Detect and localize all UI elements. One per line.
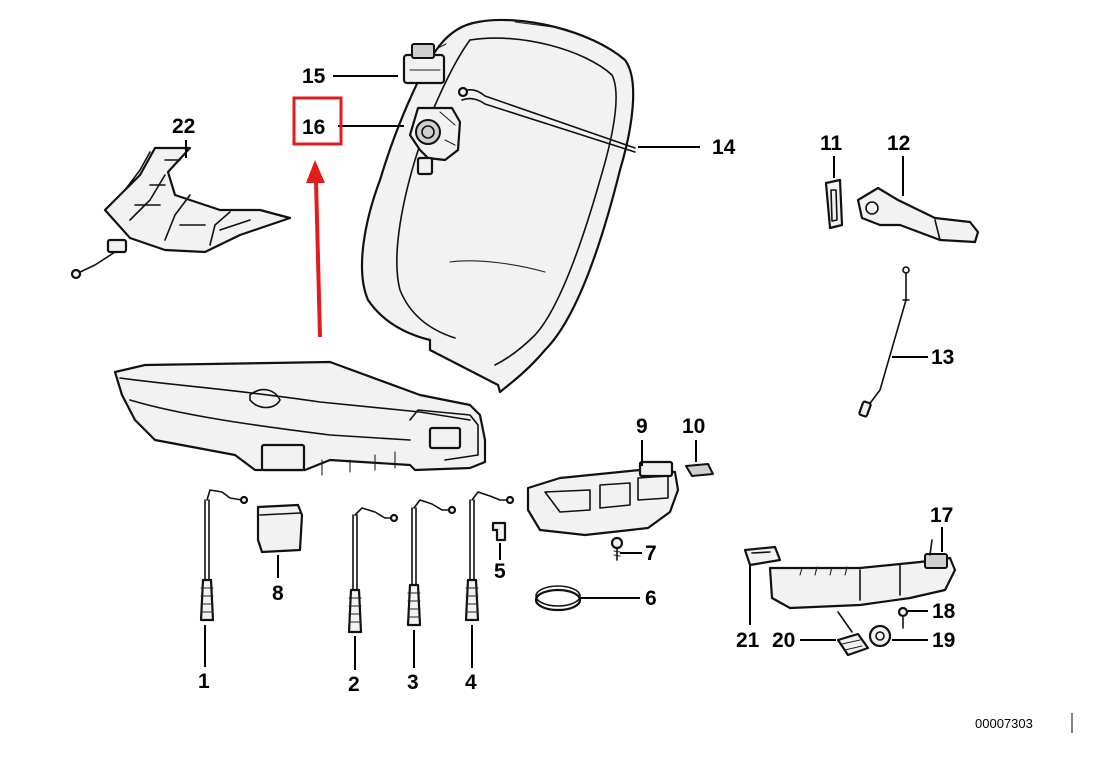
callout-8: 8: [272, 582, 284, 605]
highlight-box-16: [292, 96, 343, 146]
callout-1: 1: [198, 670, 210, 693]
callouts: 15 16 14 22 11 12 13 9 10 7 6 5 8 1 2 3 …: [172, 65, 956, 696]
callout-20: 20: [772, 629, 795, 652]
part-12-lever: [856, 186, 980, 244]
highlight-annotation: [292, 96, 343, 338]
callout-22: 22: [172, 115, 195, 138]
part-9-housing: [526, 460, 680, 537]
callout-12: 12: [887, 132, 910, 155]
callout-16: 16: [302, 116, 325, 139]
callout-21: 21: [736, 629, 760, 652]
highlight-arrow: [314, 179, 322, 338]
part-7-screw: [610, 536, 624, 561]
part-10-pad: [685, 463, 714, 477]
callout-7: 7: [645, 542, 657, 565]
part-20-knob: [836, 611, 870, 657]
callout-10: 10: [682, 415, 705, 438]
callout-2: 2: [348, 673, 360, 696]
part-3-cable: [406, 499, 457, 627]
part-21-button: [743, 545, 782, 567]
part-8-cover: [256, 503, 304, 554]
callout-19: 19: [932, 629, 955, 652]
part-15-switch: [402, 43, 447, 85]
seat-base-frame: [113, 360, 487, 476]
part-18-screw: [897, 606, 909, 629]
callout-13: 13: [931, 346, 954, 369]
callout-3: 3: [407, 671, 419, 694]
callout-18: 18: [932, 600, 956, 623]
arrow-head: [306, 160, 325, 183]
part-4-cable: [464, 491, 515, 622]
part-6-ring: [534, 585, 582, 612]
callout-15: 15: [302, 65, 326, 88]
part-2-cable: [347, 507, 399, 634]
part-17-handle: [768, 539, 957, 610]
callout-17: 17: [930, 504, 953, 527]
part-11-trim: [824, 178, 844, 230]
part-14-rod: [457, 86, 636, 153]
part-16-motor: [408, 106, 462, 176]
part-13-cable: [858, 266, 910, 418]
part-1-cable: [199, 489, 249, 622]
part-19-knob: [868, 624, 892, 648]
callout-9: 9: [636, 415, 648, 438]
reference-code: 00007303: [975, 716, 1033, 731]
callout-11: 11: [820, 132, 843, 155]
part-22-heater-mat: [70, 146, 292, 280]
callout-6: 6: [645, 587, 657, 610]
callout-4: 4: [465, 671, 477, 694]
seat-backrest: [360, 18, 635, 394]
callout-14: 14: [712, 136, 736, 159]
part-5-clip: [491, 521, 507, 542]
callout-5: 5: [494, 560, 506, 583]
leader-lines: [185, 75, 943, 670]
